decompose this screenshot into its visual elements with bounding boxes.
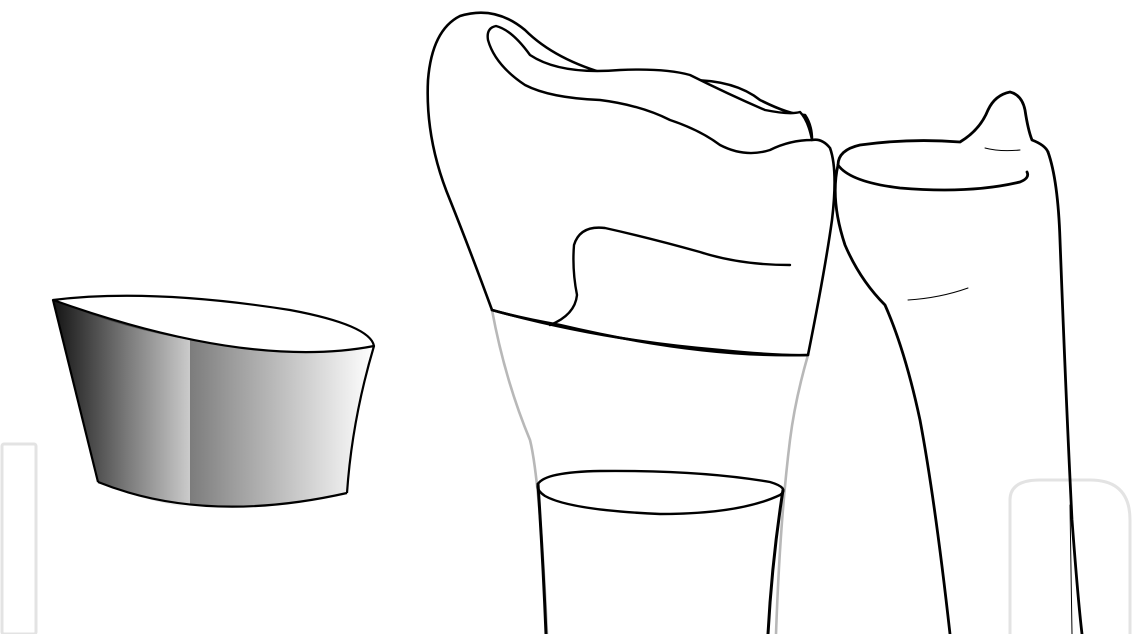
right-tooth-top-ellipse bbox=[838, 165, 1028, 190]
right-tooth-cusp-hint bbox=[985, 148, 1020, 151]
right-tooth-cej-hint bbox=[908, 288, 968, 300]
root-left-edge bbox=[538, 484, 546, 634]
ferrule-ellipse bbox=[538, 471, 784, 514]
right-tooth-figure bbox=[835, 92, 1082, 634]
right-tooth-right-edge bbox=[1048, 152, 1082, 634]
right-tooth-outline bbox=[835, 165, 950, 634]
middle-tooth-figure bbox=[428, 13, 835, 634]
left-core-figure bbox=[53, 296, 374, 508]
crown-outline bbox=[428, 13, 835, 356]
root-ghost-left bbox=[492, 310, 547, 634]
root-right-edge bbox=[768, 490, 783, 634]
right-tooth-top bbox=[838, 92, 1048, 165]
